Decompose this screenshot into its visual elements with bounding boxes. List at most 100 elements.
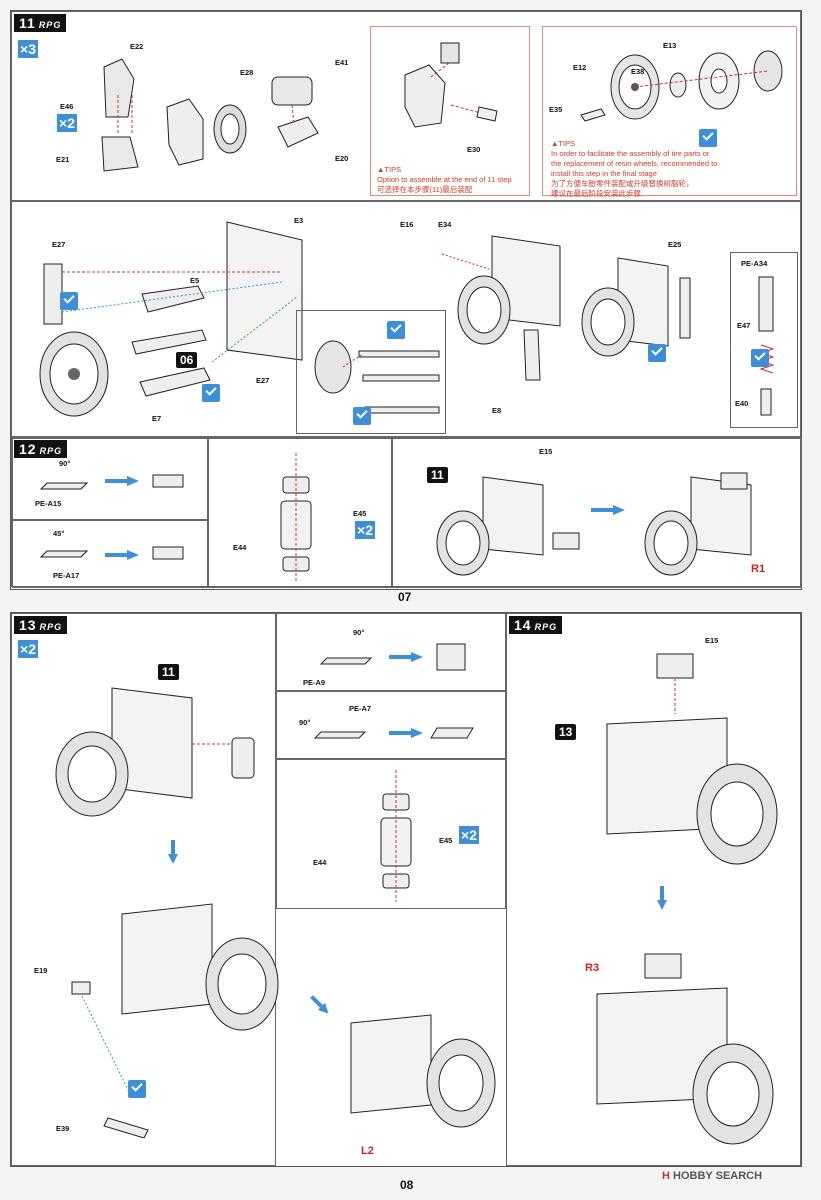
glue-callout-icon-5 xyxy=(648,344,666,362)
tip-2-line5: 建议在最后阶段安装此步骤 xyxy=(551,189,641,198)
tip-1-line2: 可选择在本步骤(11)最后装配 xyxy=(377,185,473,194)
bend-arrow-icon-1 xyxy=(105,476,139,486)
label-e22: E22 xyxy=(130,42,144,51)
pe-a9-drawing xyxy=(319,643,466,671)
label-e27-lower: E27 xyxy=(256,376,270,385)
pe-a15-drawing xyxy=(39,474,184,490)
label-e15: E15 xyxy=(539,447,553,456)
label-e38: E38 xyxy=(631,67,645,76)
label-e46: E46 xyxy=(60,102,74,111)
pe-a9-bend-panel: 90° PE-A9 xyxy=(276,613,506,691)
label-e47: E47 xyxy=(737,321,751,330)
label-e39: E39 xyxy=(56,1124,70,1133)
step13-bottom-drawing xyxy=(121,903,279,1031)
label-90deg-a: 90° xyxy=(353,628,365,637)
result-arrow-icon xyxy=(591,505,625,515)
label-e8: E8 xyxy=(492,406,502,415)
wheel-parts-drawing xyxy=(580,50,783,122)
shock-exploded-panel-b: E44 E45 ×2 xyxy=(276,759,506,909)
sub-step-11-badge-b: 11 xyxy=(158,664,179,680)
down-arrow-icon-2 xyxy=(657,886,667,910)
multiplier-x2-e46: ×2 xyxy=(57,114,77,132)
tip-2-line1: In order to facilitate the assembly of t… xyxy=(551,149,710,158)
tip-2-line2: the replacement of resin wheels, recomme… xyxy=(551,159,718,168)
label-pe-a7: PE-A7 xyxy=(349,704,372,713)
assembly-label-r1: R1 xyxy=(751,563,766,575)
upright-parts-drawing xyxy=(101,58,319,172)
label-e5: E5 xyxy=(190,276,200,285)
watermark-search: SEARCH xyxy=(715,1170,763,1182)
upper-frame-drawing xyxy=(581,257,691,357)
label-e21: E21 xyxy=(56,155,70,164)
r3-assembly-drawing xyxy=(596,953,774,1145)
glue-callout-icon-3 xyxy=(387,321,405,339)
tip-2-text: ▲TIPS In order to facilitate the assembl… xyxy=(551,139,717,199)
sub-step-06-badge: 06 xyxy=(176,352,198,368)
assembly-label-l2: L2 xyxy=(361,1145,374,1157)
label-e28: E28 xyxy=(240,68,254,77)
label-e35: E35 xyxy=(549,105,563,114)
pe-a15-bend-panel: 90° PE-A15 xyxy=(12,438,208,520)
pe-a17-drawing xyxy=(39,546,184,560)
shock-absorber-inset: PE-A34 E47 E40 xyxy=(730,252,798,428)
steering-link-drawing xyxy=(314,340,440,414)
label-e45: E45 xyxy=(353,509,367,518)
glue-callout-icon-2 xyxy=(202,384,220,402)
step12-assembly-panel: 11 E15 R1 xyxy=(392,438,802,588)
pe-a7-drawing xyxy=(313,727,474,739)
step12-before-drawing xyxy=(436,476,580,576)
tip-1-title: ▲TIPS xyxy=(377,165,402,174)
label-e44-b: E44 xyxy=(313,858,327,867)
step13-top-drawing xyxy=(55,687,255,817)
label-e30: E30 xyxy=(467,145,481,154)
glue-callout-icon xyxy=(699,129,717,147)
label-pe-a9: PE-A9 xyxy=(303,678,326,687)
sub-step-11-badge: 11 xyxy=(427,467,448,483)
label-45deg: 45° xyxy=(53,529,65,538)
label-e20: E20 xyxy=(335,154,349,163)
label-e27: E27 xyxy=(52,240,66,249)
knuckle-drawing xyxy=(404,42,498,128)
glue-callout-icon-1 xyxy=(60,292,78,310)
label-e25: E25 xyxy=(668,240,682,249)
label-e41: E41 xyxy=(335,58,349,67)
tip-2-line4: 为了方便车胎零件装配或升级替换树脂轮， xyxy=(551,179,694,188)
label-90deg: 90° xyxy=(59,459,71,468)
multiplier-x2-step13: ×2 xyxy=(18,640,38,658)
page-number-08: 08 xyxy=(400,1178,414,1192)
bend-arrow-icon-3 xyxy=(389,652,423,662)
glue-callout-icon-4 xyxy=(353,407,371,425)
label-e19: E19 xyxy=(34,966,48,975)
suspension-assembly-drawing xyxy=(39,221,303,417)
label-pe-a15: PE-A15 xyxy=(35,499,62,508)
page-number-07: 07 xyxy=(398,590,412,604)
step11-main-assembly: E3 E27 E5 06 E27 E7 E16 E34 xyxy=(11,201,801,437)
tip-1-text: ▲TIPS Option to assemble at the end of 1… xyxy=(377,165,512,195)
step12-after-drawing xyxy=(644,472,752,576)
shock-absorber-drawing xyxy=(758,276,775,416)
shock-exploded-drawing xyxy=(280,453,312,583)
multiplier-x2-e45-b: ×2 xyxy=(459,826,479,844)
pe-a7-bend-panel: PE-A7 90° xyxy=(276,691,506,759)
glue-callout-icon-6 xyxy=(751,349,769,367)
multiplier-x2-e45: ×2 xyxy=(355,521,375,539)
label-e15-b: E15 xyxy=(705,636,719,645)
e19-e39-drawing xyxy=(71,981,149,1138)
label-e40: E40 xyxy=(735,399,749,408)
label-e34: E34 xyxy=(438,220,452,229)
assembly-label-r3: R3 xyxy=(585,962,600,974)
multiplier-x3: ×3 xyxy=(18,40,38,58)
watermark-hobby: HOBBY xyxy=(673,1170,713,1182)
label-e16: E16 xyxy=(400,220,414,229)
hobby-search-watermark: H HOBBY SEARCH xyxy=(662,1170,762,1182)
label-e3: E3 xyxy=(294,216,304,225)
label-e7: E7 xyxy=(152,414,162,423)
